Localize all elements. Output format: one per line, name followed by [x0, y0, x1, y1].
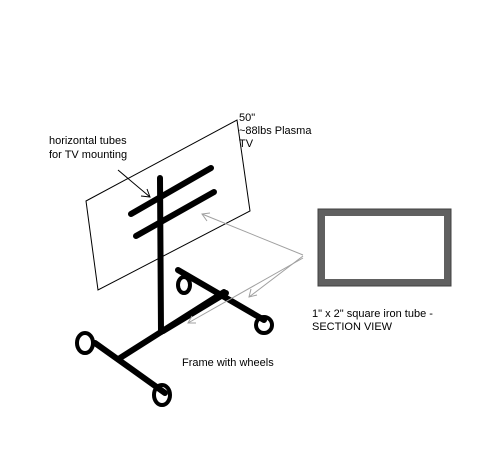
section-label-line2: SECTION VIEW: [312, 321, 393, 333]
frame-label: Frame with wheels: [182, 357, 274, 369]
tv-size-label: 50": [239, 112, 256, 124]
section-label-line1: 1" x 2" square iron tube -: [312, 308, 433, 320]
tubes-pointer-arrow: [117, 169, 151, 198]
tube-section-inner: [325, 216, 444, 279]
tubes-pointer-arrowhead: [140, 188, 151, 198]
base-bar-front: [92, 340, 168, 396]
tv-weight-label: ~88lbs Plasma: [239, 125, 312, 137]
wheel-back-right: [254, 315, 274, 335]
base-bar-middle: [160, 290, 229, 334]
tv-label: TV: [239, 138, 254, 150]
section-pointer-arrows: [187, 212, 304, 324]
tubes-label-line1: horizontal tubes: [49, 135, 127, 147]
wheel-front-right: [152, 383, 172, 407]
wheel-back-left: [176, 275, 192, 295]
tv-panel: [85, 119, 251, 291]
horizontal-tube-upper: [128, 165, 214, 217]
wheel-front-left: [75, 331, 95, 355]
tubes-label-line2: for TV mounting: [49, 149, 128, 161]
vertical-post: [157, 175, 164, 335]
horizontal-tube-lower: [133, 189, 217, 239]
